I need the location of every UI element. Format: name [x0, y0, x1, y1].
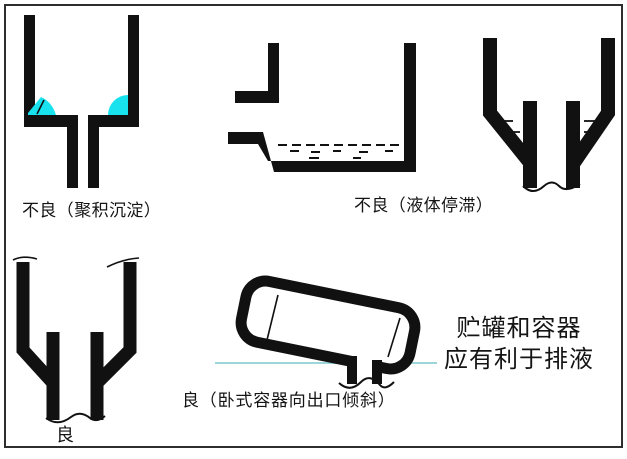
vessel-left-wall-and-drain: [24, 15, 78, 188]
horizontal-tank-diagram: [215, 275, 437, 389]
caption-flat-bottom-vessel: 不良（聚积沉淀）: [22, 201, 162, 220]
pipe-break-wavy-line: [522, 181, 581, 192]
side-outlet-vessel-diagram: [228, 43, 416, 172]
wall-break-mark-left: [12, 256, 38, 261]
wall-break-mark-right: [106, 257, 140, 268]
stagnant-liquid-dashes: [290, 150, 393, 159]
flat-bottom-vessel-diagram: [24, 15, 139, 188]
conical-bottom-vessel-diagram: [12, 256, 140, 424]
rule-title: 贮罐和容器 应有利于排液: [436, 314, 602, 376]
pipe-break-wavy-line: [45, 412, 106, 424]
tank-head-line-left: [266, 294, 279, 341]
inlet-pipe: [235, 43, 279, 103]
sediment-deposit-right: [108, 95, 128, 115]
sediment-deposit-left: [28, 97, 56, 115]
tank-shell: [235, 275, 421, 375]
tank-head-line-right: [387, 317, 401, 358]
figure-border: [4, 4, 623, 448]
vessel-right-wall-and-drain: [88, 15, 139, 188]
caption-conical-bottom-vessel: 良: [56, 425, 75, 445]
vessel-left-wall: [16, 262, 58, 388]
drain-nozzle-opening: [357, 353, 372, 372]
caption-side-outlet-vessel: 不良（液体停滞）: [354, 196, 494, 215]
nozzle-break-wavy-line: [338, 377, 395, 389]
trapped-liquid-dashes: [500, 120, 596, 133]
vessel-body-with-side-outlet: [228, 43, 416, 172]
rule-title-line2: 应有利于排液: [444, 347, 594, 373]
protruding-drain-vessel-diagram: [483, 38, 615, 192]
sediment-edge-line: [36, 99, 45, 115]
vessel-right-wall: [92, 262, 137, 388]
vessel-left-wall: [483, 38, 537, 169]
vessel-right-wall: [567, 38, 615, 168]
rule-title-line1: 贮罐和容器: [456, 316, 582, 342]
caption-horizontal-tank: 良（卧式容器向出口倾斜）: [182, 391, 396, 410]
